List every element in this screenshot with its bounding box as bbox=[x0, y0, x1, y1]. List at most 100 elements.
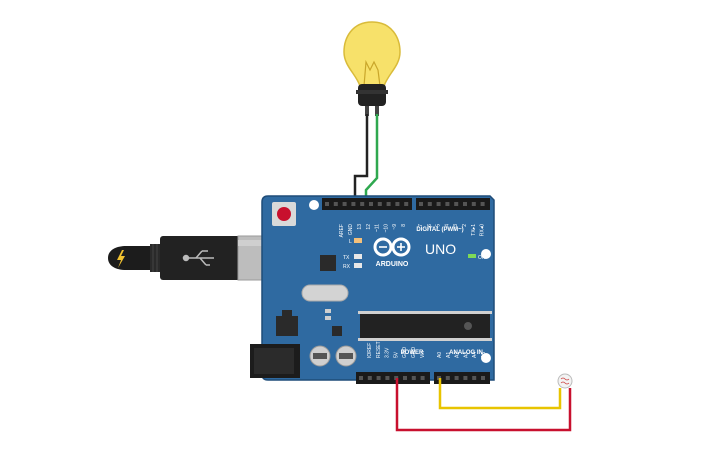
pin-hole[interactable] bbox=[436, 202, 441, 206]
atmega-notch bbox=[464, 322, 472, 330]
pin-hole[interactable] bbox=[385, 376, 390, 380]
wire-yellow[interactable] bbox=[438, 378, 562, 410]
crystal bbox=[301, 284, 349, 302]
wire-black[interactable] bbox=[353, 114, 369, 204]
usb-plug-icon bbox=[182, 250, 214, 266]
digital-pin-label: ~6 bbox=[427, 224, 433, 230]
on-label: ON bbox=[478, 255, 486, 261]
bulb-base bbox=[358, 84, 386, 106]
pin-hole[interactable] bbox=[420, 376, 425, 380]
power-header[interactable] bbox=[356, 372, 430, 384]
wire-red[interactable] bbox=[395, 378, 572, 432]
power-pin-label: 5V bbox=[393, 351, 399, 358]
tx-led bbox=[354, 254, 362, 259]
pin-hole[interactable] bbox=[367, 376, 372, 380]
pin-hole[interactable] bbox=[463, 202, 467, 206]
atmega-socket-top bbox=[358, 311, 492, 314]
power-label: POWER bbox=[401, 350, 424, 356]
pin-hole[interactable] bbox=[342, 202, 347, 206]
mount-hole-2 bbox=[481, 249, 491, 259]
digital-pin-holes bbox=[325, 202, 485, 206]
digital-pin-label: 2 bbox=[462, 224, 468, 227]
sensor-icon bbox=[557, 373, 573, 389]
aref-label: AREF bbox=[339, 224, 345, 237]
pin-hole[interactable] bbox=[359, 376, 363, 380]
pin-hole[interactable] bbox=[454, 202, 459, 206]
pin-hole[interactable] bbox=[480, 202, 485, 206]
bulb-icon bbox=[343, 21, 401, 87]
pin-hole[interactable] bbox=[395, 202, 400, 206]
pin-hole[interactable] bbox=[472, 376, 477, 380]
reset-button[interactable] bbox=[277, 207, 291, 221]
digital-pin-label: ~5 bbox=[436, 224, 442, 230]
power-pin-label: GND bbox=[411, 347, 417, 359]
digital-pin-label: ~10 bbox=[383, 224, 389, 233]
pin-hole[interactable] bbox=[376, 376, 381, 380]
pin-hole[interactable] bbox=[333, 202, 338, 206]
analog-header[interactable] bbox=[434, 372, 490, 384]
mount-hole-1 bbox=[309, 200, 319, 210]
regulator-chip bbox=[320, 255, 336, 271]
digital-header-1[interactable] bbox=[322, 198, 412, 210]
digital-pin-label: 4 bbox=[444, 224, 450, 227]
usb-cable-tail bbox=[108, 246, 150, 270]
pin-hole[interactable] bbox=[419, 202, 423, 206]
power-pin-label: RESET bbox=[376, 341, 382, 358]
power-pin-label: Vin bbox=[420, 351, 426, 358]
pin-hole[interactable] bbox=[411, 376, 416, 380]
pin-hole[interactable] bbox=[454, 376, 459, 380]
pin-hole[interactable] bbox=[377, 202, 382, 206]
gnd-label: GND bbox=[348, 224, 354, 236]
pin-hole[interactable] bbox=[360, 202, 365, 206]
pin-hole[interactable] bbox=[404, 202, 409, 206]
pin-hole[interactable] bbox=[445, 202, 450, 206]
arduino-logo-icon bbox=[373, 237, 411, 257]
smd-2 bbox=[325, 316, 331, 320]
atmega-socket-bottom bbox=[358, 338, 492, 341]
digital-label: DIGITAL (PWM~) bbox=[416, 227, 463, 233]
analog-pin-label: A1 bbox=[446, 352, 452, 358]
analog-pin-label: A2 bbox=[455, 352, 461, 358]
digital-pin-label: ~11 bbox=[375, 224, 381, 232]
pin-hole[interactable] bbox=[481, 376, 485, 380]
power-pin-label: IOREF bbox=[367, 343, 373, 358]
digital-header-2[interactable] bbox=[416, 198, 490, 210]
uno-logo-text: UNO bbox=[425, 241, 456, 257]
pin-hole[interactable] bbox=[445, 376, 450, 380]
pin-hole[interactable] bbox=[369, 202, 373, 206]
bulb-filament bbox=[363, 59, 381, 87]
digital-pin-label: 13 bbox=[357, 224, 363, 230]
pin-hole[interactable] bbox=[471, 202, 476, 206]
l-led-label: L bbox=[349, 239, 352, 245]
bulb-terminal-left[interactable] bbox=[365, 106, 369, 116]
bulb-terminal-right[interactable] bbox=[375, 106, 379, 116]
arduino-logo-signs bbox=[379, 243, 405, 251]
power-pin-label: 3.3V bbox=[385, 347, 391, 358]
bulb-base-ring bbox=[356, 90, 388, 94]
pin-hole[interactable] bbox=[325, 202, 329, 206]
pin-hole[interactable] bbox=[403, 376, 407, 380]
regulator-tab bbox=[282, 310, 292, 316]
pin-hole[interactable] bbox=[351, 202, 356, 206]
bottom-pin-holes bbox=[359, 376, 485, 380]
digital-pin-label: 12 bbox=[366, 224, 372, 230]
analog-pin-label: A0 bbox=[437, 352, 443, 358]
brand-label: ARDUINO bbox=[376, 261, 409, 268]
pin-hole[interactable] bbox=[386, 202, 391, 206]
digital-pin-label: ~3 bbox=[453, 224, 459, 230]
analog-pin-label: A4 bbox=[472, 352, 478, 358]
light-bulb[interactable] bbox=[343, 21, 401, 116]
pin-hole[interactable] bbox=[427, 202, 432, 206]
pin-hole[interactable] bbox=[463, 376, 468, 380]
capacitor-2 bbox=[335, 345, 357, 367]
smd-chip bbox=[332, 326, 342, 336]
photoresistor-sensor[interactable] bbox=[557, 373, 573, 389]
smd-1 bbox=[325, 309, 331, 313]
analog-pin-label: A3 bbox=[463, 352, 469, 358]
analog-label: ANALOG IN bbox=[449, 350, 483, 356]
